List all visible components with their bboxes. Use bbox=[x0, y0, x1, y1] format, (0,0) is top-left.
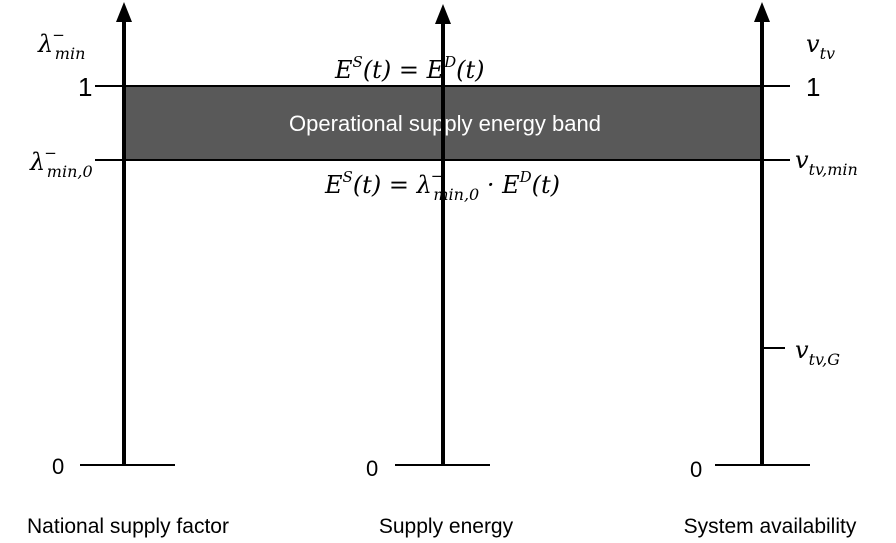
right-axis-tick-g: vtv,G bbox=[795, 336, 840, 369]
equation-top: ES(t) = ED(t) bbox=[334, 53, 485, 84]
right-axis-symbol: vtv bbox=[806, 30, 835, 63]
right-axis-arrowhead bbox=[754, 2, 770, 22]
equation-bottom: ES(t) = λ−min,0 · ED(t) bbox=[324, 167, 560, 204]
left-axis-tick-one: 1 bbox=[78, 72, 92, 102]
left-axis-symbol: λ−min bbox=[37, 26, 85, 63]
right-axis-tick-min: vtv,min bbox=[795, 146, 858, 179]
left-axis-tick-min0: λ−min,0 bbox=[29, 144, 93, 181]
right-axis-caption: System availability bbox=[684, 515, 857, 538]
center-axis-caption: Supply energy bbox=[379, 515, 514, 538]
left-axis-caption: National supply factor bbox=[27, 515, 229, 538]
left-axis-arrowhead bbox=[116, 2, 132, 22]
left-axis-tick-zero: 0 bbox=[52, 454, 64, 479]
center-axis-arrowhead bbox=[435, 4, 451, 24]
right-axis-tick-one: 1 bbox=[806, 72, 820, 102]
right-axis-tick-zero: 0 bbox=[690, 457, 702, 482]
center-axis-tick-zero: 0 bbox=[366, 456, 378, 481]
